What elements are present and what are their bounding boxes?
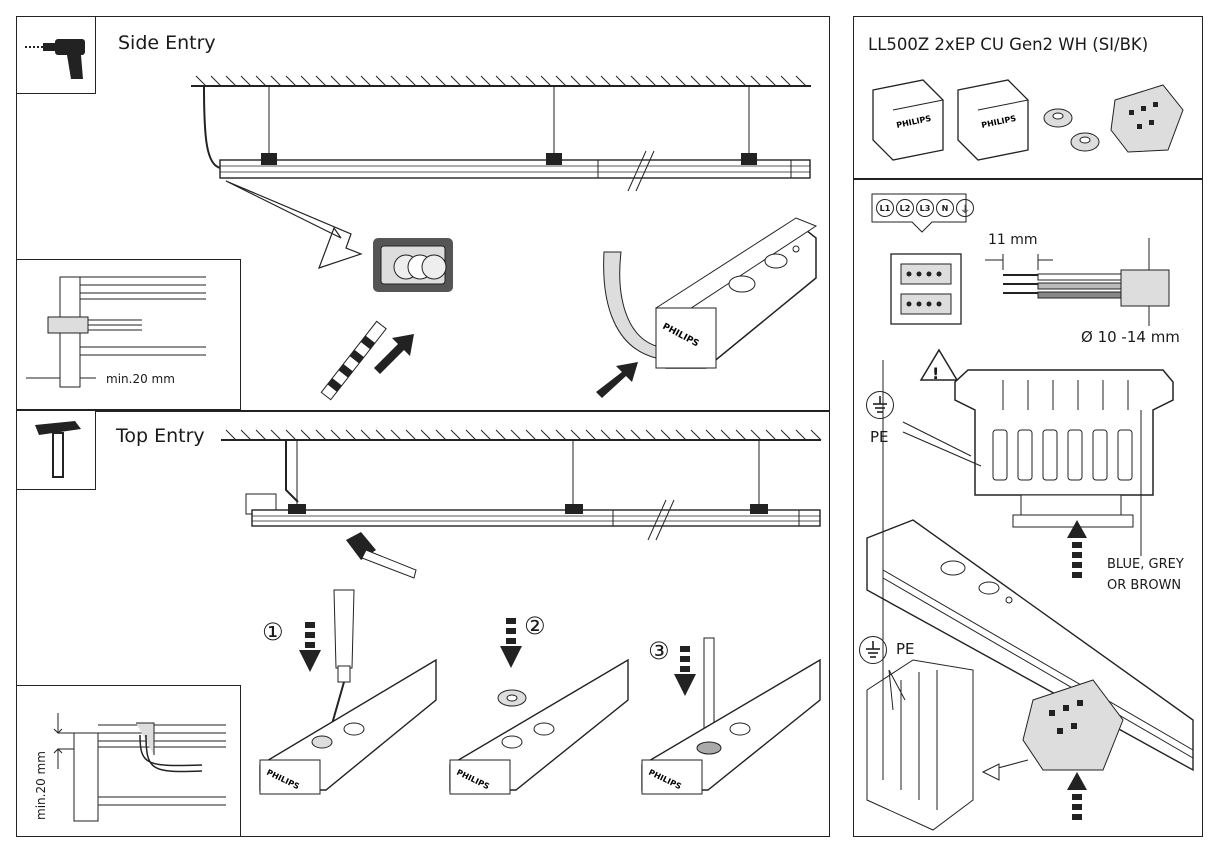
- product-parts-drawing: PHILIPS PHILIPS: [872, 79, 1184, 161]
- top-entry-title: Top Entry: [116, 425, 205, 447]
- hammer-icon-box: [16, 410, 96, 490]
- step-1-label: ①: [262, 618, 284, 646]
- strip-length-label: 11 mm: [988, 232, 1038, 248]
- wire-colors-line2: OR BROWN: [1107, 578, 1182, 593]
- section-divider: [16, 410, 830, 412]
- top-inset-dimension: min.20 mm: [34, 751, 48, 820]
- warning-icon: !: [932, 364, 940, 383]
- terminal-legend: L1 L2 L3 N ⏚: [876, 199, 974, 217]
- terminal-l1: L1: [876, 199, 894, 217]
- side-entry-drawing: PHILIPS: [191, 75, 818, 401]
- hammer-icon: [35, 421, 81, 478]
- side-inset-dimension: min.20 mm: [106, 372, 175, 386]
- top-entry-drawing: PHILIPS PHILIPS PHILIPS: [221, 429, 822, 795]
- earth-icon: ⏚: [956, 199, 974, 217]
- pe-label-2: PE: [896, 640, 915, 658]
- side-inset-drawing: [26, 276, 206, 388]
- side-entry-inset: [16, 259, 241, 410]
- top-inset-drawing: [53, 713, 226, 822]
- wiring-top-drawing: [890, 238, 1170, 381]
- step-2-label: ②: [524, 612, 546, 640]
- wire-colors-line1: BLUE, GREY: [1107, 557, 1184, 572]
- drill-icon: [25, 39, 85, 79]
- terminal-l2: L2: [896, 199, 914, 217]
- product-title: LL500Z 2xEP CU Gen2 WH (SI/BK): [868, 35, 1149, 54]
- top-entry-inset: [16, 685, 241, 837]
- connector-detail-drawing: [866, 360, 1194, 831]
- cable-diameter-label: Ø 10 -14 mm: [1081, 328, 1180, 346]
- drill-icon-box: [16, 16, 96, 94]
- pe-earth-icon-2: [859, 636, 887, 664]
- step-3-label: ③: [648, 637, 670, 665]
- pe-earth-icon-1: [866, 391, 894, 419]
- pe-label-1: PE: [870, 428, 889, 446]
- terminal-n: N: [936, 199, 954, 217]
- side-entry-title: Side Entry: [118, 32, 216, 54]
- terminal-l3: L3: [916, 199, 934, 217]
